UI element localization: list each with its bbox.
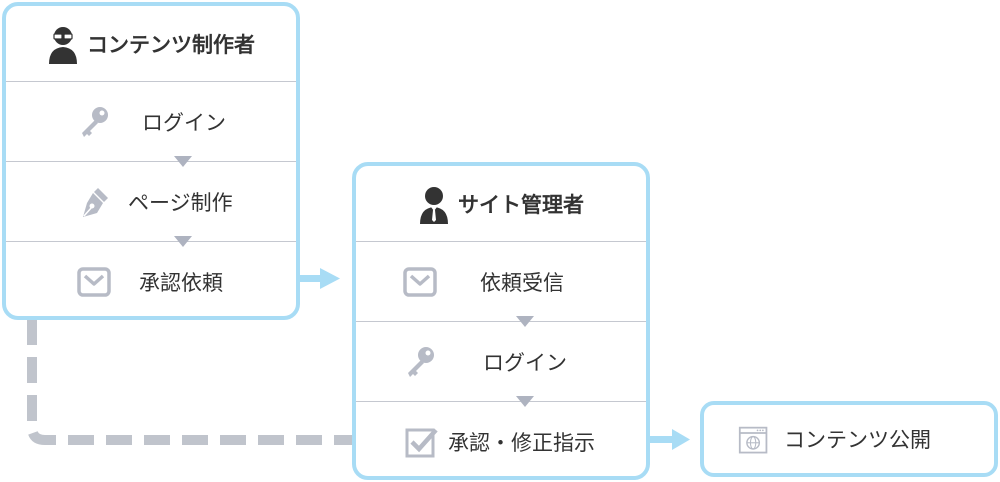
creator-person-icon	[49, 26, 77, 64]
creator-step-page-create-label: ページ制作	[128, 190, 233, 215]
key-icon	[82, 107, 108, 137]
admin-step-login: ログイン	[356, 322, 646, 402]
admin-step-approve-revise: 承認・修正指示	[356, 402, 646, 482]
checkbox-icon	[405, 428, 438, 458]
request-arrowhead	[320, 268, 340, 289]
creator-step-login-label: ログイン	[142, 110, 226, 135]
admin-step-approve-revise-label: 承認・修正指示	[448, 431, 595, 455]
content-publish-label: コンテンツ公開	[784, 428, 931, 452]
key-icon	[408, 347, 434, 377]
pen-icon	[83, 188, 108, 217]
content-creator-box: コンテンツ制作者 ログイン ページ制作 承認依頼	[2, 2, 300, 320]
mail-icon	[77, 267, 111, 297]
content-creator-header: コンテンツ制作者	[6, 6, 296, 82]
flow-down-arrow	[174, 236, 192, 247]
creator-step-page-create: ページ制作	[6, 162, 296, 242]
admin-step-login-label: ログイン	[483, 350, 567, 375]
admin-person-icon	[420, 186, 448, 224]
admin-step-request-receive: 依頼受信	[356, 242, 646, 322]
content-creator-title: コンテンツ制作者	[87, 32, 255, 57]
creator-step-approval-request: 承認依頼	[6, 242, 296, 322]
creator-step-approval-request-label: 承認依頼	[139, 271, 223, 295]
site-admin-title: サイト管理者	[458, 192, 584, 217]
flow-down-arrow	[174, 156, 192, 167]
admin-step-request-receive-label: 依頼受信	[480, 270, 564, 295]
creator-step-login: ログイン	[6, 82, 296, 162]
publish-arrowhead	[672, 429, 690, 450]
flow-down-arrow	[516, 316, 534, 327]
mail-icon	[403, 267, 437, 297]
browser-icon	[738, 426, 768, 454]
content-publish-box: コンテンツ公開	[700, 401, 998, 477]
site-admin-box: サイト管理者 依頼受信 ログイン 承認・修正指示	[352, 162, 650, 480]
site-admin-header: サイト管理者	[356, 166, 646, 242]
flow-down-arrow	[516, 396, 534, 407]
